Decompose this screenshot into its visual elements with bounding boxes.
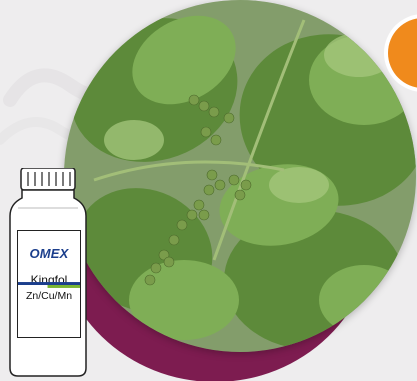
grapevine-photo <box>64 0 416 352</box>
brand-logo: OMEX <box>29 246 69 261</box>
product-variant: Zn/Cu/Mn <box>25 290 73 302</box>
bottle-label: OMEX Kingfol Zn/Cu/Mn <box>17 230 81 338</box>
product-bottle: OMEX Kingfol Zn/Cu/Mn <box>8 168 88 378</box>
grapevine-image <box>64 0 416 352</box>
brand-logo-swoosh <box>18 282 80 288</box>
orange-accent-circle <box>388 18 417 88</box>
